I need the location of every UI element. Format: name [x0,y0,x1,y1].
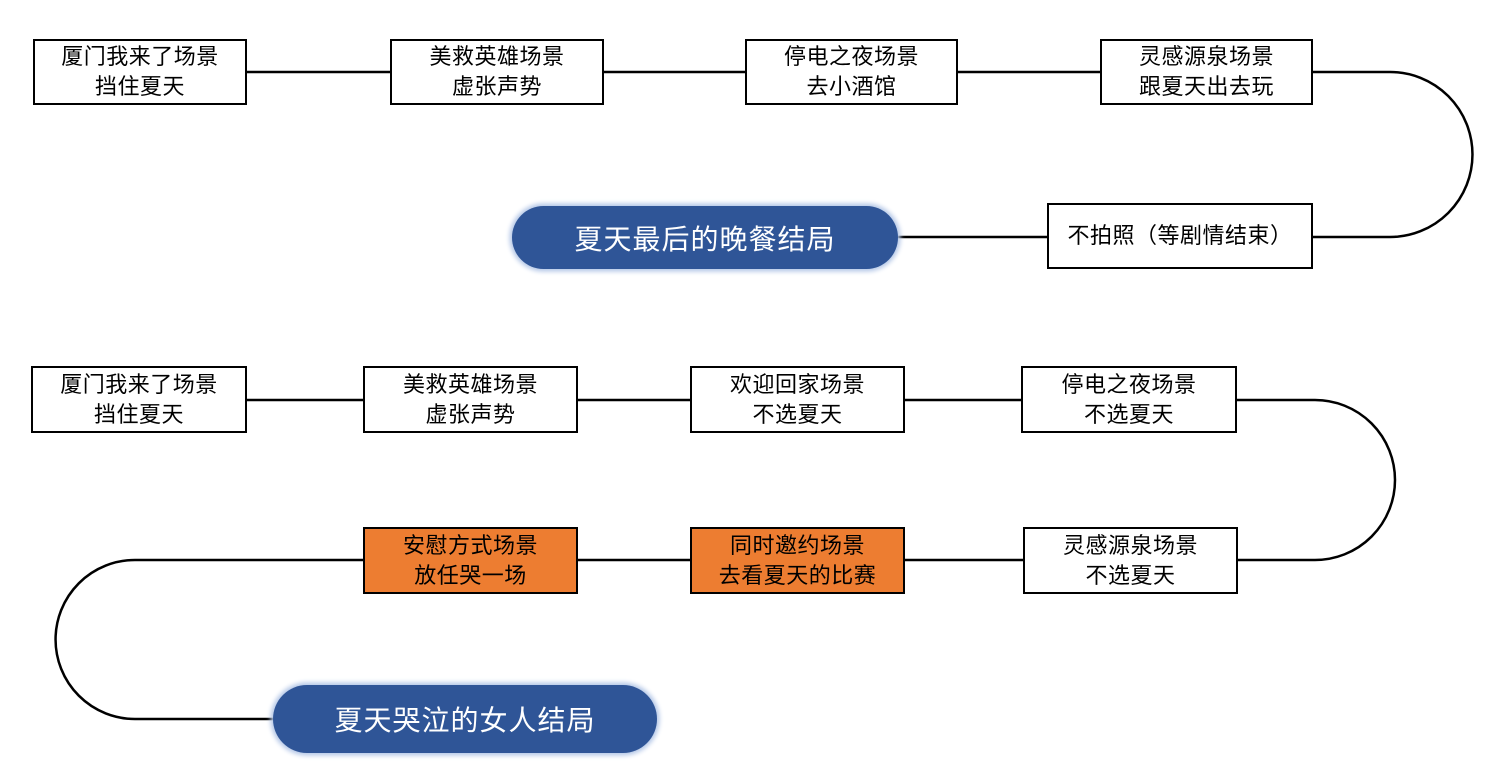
node-scene-label: 厦门我来了场景 [60,371,218,397]
node-choice-label: 不拍照（等剧情结束） [1067,223,1293,248]
flow2-node-comfort-method: 安慰方式场景 放任哭一场 [363,527,578,594]
flow2-node-xiamen-arrival: 厦门我来了场景 挡住夏天 [31,366,247,433]
flow2-ending-pill: 夏天哭泣的女人结局 [273,685,657,753]
connector-f2-right-loop [1237,398,1397,562]
node-choice-label: 放任哭一场 [414,562,527,588]
node-scene-label: 停电之夜场景 [1061,371,1197,397]
flow1-node-xiamen-arrival: 厦门我来了场景 挡住夏天 [33,39,247,105]
flow2-node-inspiration-spring: 灵感源泉场景 不选夏天 [1023,527,1238,594]
connector-f1-right-loop [1313,70,1474,239]
node-choice-label: 去小酒馆 [806,74,897,99]
connector-f2-left-loop [54,558,363,721]
node-scene-label: 同时邀约场景 [729,532,865,558]
flow1-node-blackout-night: 停电之夜场景 去小酒馆 [745,39,958,105]
node-choice-label: 虚张声势 [425,401,516,427]
node-choice-label: 不选夏天 [752,401,843,427]
node-scene-label: 灵感源泉场景 [1062,532,1198,558]
node-choice-label: 跟夏天出去玩 [1138,74,1274,99]
flow2-node-simultaneous-invite: 同时邀约场景 去看夏天的比赛 [690,527,905,594]
node-scene-label: 美救英雄场景 [429,44,565,69]
node-choice-label: 挡住夏天 [94,74,185,99]
node-choice-label: 不选夏天 [1083,401,1174,427]
node-choice-label: 挡住夏天 [93,401,184,427]
flow2-node-beauty-saves-hero: 美救英雄场景 虚张声势 [363,366,578,433]
node-choice-label: 虚张声势 [451,74,542,99]
node-scene-label: 厦门我来了场景 [61,44,219,69]
ending-label: 夏天最后的晚餐结局 [574,223,836,255]
flow1-node-beauty-saves-hero: 美救英雄场景 虚张声势 [390,39,604,105]
node-scene-label: 安慰方式场景 [402,532,538,558]
flow2-node-blackout-night: 停电之夜场景 不选夏天 [1021,366,1237,433]
node-choice-label: 不选夏天 [1085,562,1176,588]
node-scene-label: 停电之夜场景 [783,44,919,69]
flow1-node-no-photo: 不拍照（等剧情结束） [1047,203,1313,269]
flow1-ending-pill: 夏天最后的晚餐结局 [512,206,898,269]
flow1-node-inspiration-spring: 灵感源泉场景 跟夏天出去玩 [1100,39,1313,105]
node-scene-label: 美救英雄场景 [402,371,538,397]
flow2-node-welcome-home: 欢迎回家场景 不选夏天 [690,366,905,433]
node-choice-label: 去看夏天的比赛 [718,562,877,588]
ending-label: 夏天哭泣的女人结局 [334,705,596,736]
node-scene-label: 灵感源泉场景 [1138,44,1274,69]
node-scene-label: 欢迎回家场景 [729,371,865,397]
